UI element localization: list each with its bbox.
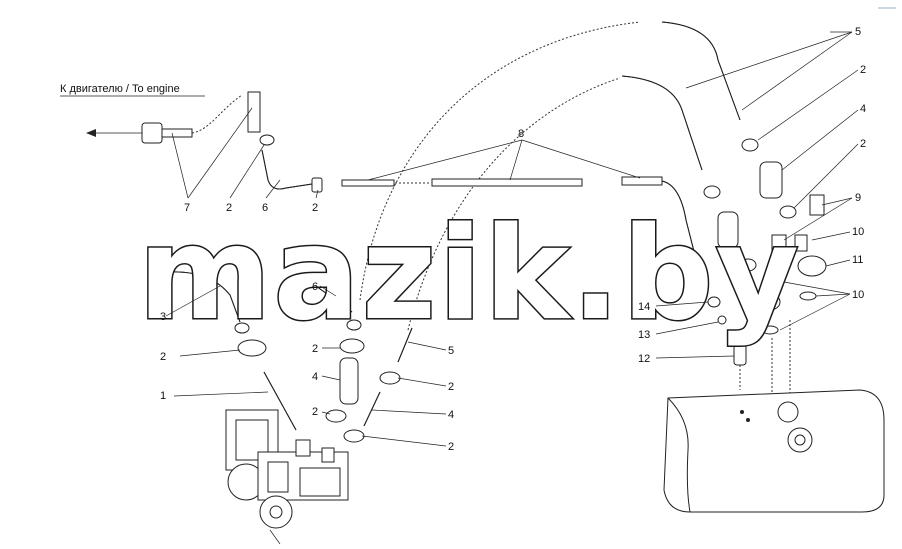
pump-assembly — [225, 409, 349, 545]
callout-10-lower: 10 — [852, 289, 864, 301]
callout-leaders — [165, 31, 859, 447]
callout-8: 8 — [518, 128, 524, 140]
callout-12: 12 — [638, 353, 650, 365]
callout-5-top: 5 — [855, 26, 861, 38]
callout-13: 13 — [638, 329, 650, 341]
watermark-text: mazik.by — [138, 200, 801, 349]
callout-2-bottom: 2 — [448, 441, 454, 453]
callout-2-upper-mid: 2 — [312, 202, 318, 214]
middle-parts — [315, 285, 413, 443]
part-8-tubes — [341, 176, 701, 276]
callout-2-engine: 2 — [226, 202, 232, 214]
clamps-right — [703, 138, 797, 272]
callout-4-mid-right: 4 — [448, 409, 454, 421]
engine-label: К двигателю / To engine — [60, 83, 180, 95]
callout-1: 1 — [160, 390, 166, 402]
part-4-sleeve-right — [717, 161, 783, 249]
callout-labels: 5 2 4 2 9 10 11 10 8 7 2 6 2 3 6 2 1 2 4… — [160, 26, 866, 453]
callout-14: 14 — [638, 301, 650, 313]
callout-2-right: 2 — [860, 138, 866, 150]
callout-6-upper: 6 — [262, 202, 268, 214]
callout-2-mid-right: 2 — [448, 381, 454, 393]
callout-2-mid: 2 — [312, 343, 318, 355]
callout-4-mid: 4 — [312, 371, 318, 383]
part-5-hoses-upper — [621, 21, 741, 171]
dashed-line-top — [359, 21, 641, 301]
callout-11: 11 — [852, 254, 863, 266]
part-1-hose — [237, 339, 297, 431]
callout-7: 7 — [184, 202, 190, 214]
parts-13-14 — [707, 296, 727, 325]
callout-2-top-right: 2 — [860, 64, 866, 76]
part-7-fitting — [141, 122, 193, 144]
callout-10-upper: 10 — [852, 226, 864, 238]
callout-2-lower-mid: 2 — [312, 406, 318, 418]
callout-4-top-right: 4 — [860, 103, 866, 115]
callout-6-mid: 6 — [312, 281, 318, 293]
callout-2-left: 2 — [160, 351, 166, 363]
callout-9: 9 — [855, 192, 861, 204]
right-fittings — [759, 194, 827, 400]
part-3-hose — [167, 271, 250, 334]
part-6-hose-upper — [247, 91, 323, 193]
part-12-fitting — [733, 344, 747, 390]
callout-5-mid: 5 — [448, 345, 454, 357]
fuel-tank — [663, 389, 885, 513]
callout-3: 3 — [160, 311, 166, 323]
dashed-engine-line — [191, 94, 243, 134]
